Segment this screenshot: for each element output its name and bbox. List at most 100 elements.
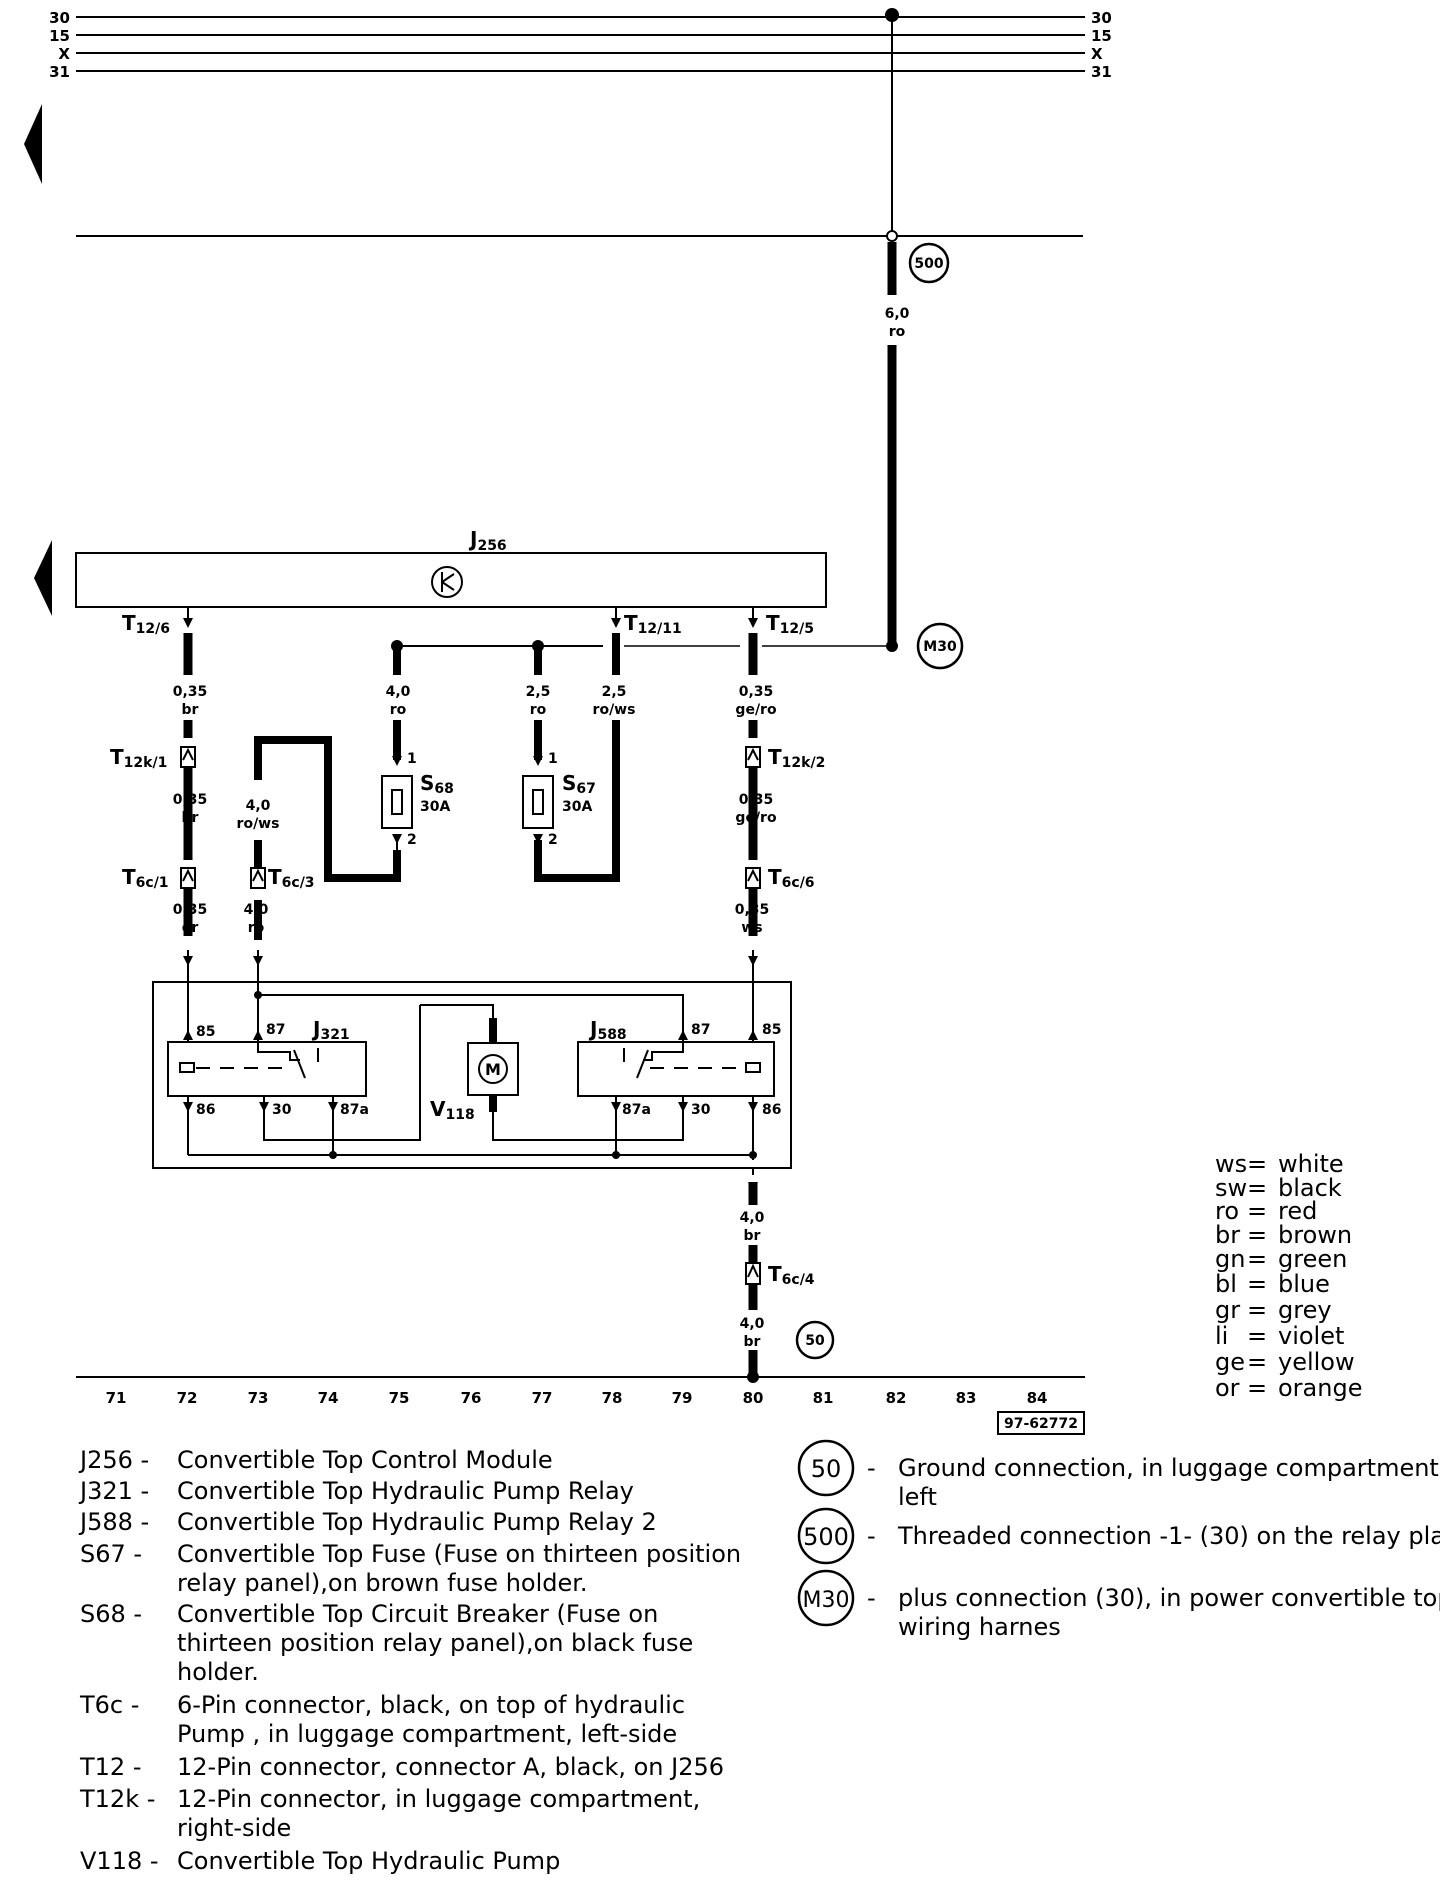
ground-legend-line: wiring harnes: [898, 1613, 1061, 1641]
j256-label: J256: [468, 527, 507, 554]
t6c-6-label: T6c/6: [768, 865, 815, 891]
motor-icon: M: [485, 1060, 501, 1079]
rail-label-right-0: 30: [1091, 9, 1112, 27]
svg-text:=: =: [1247, 1374, 1267, 1402]
transistor-icon: [431, 566, 463, 598]
t12-6-label: T12/6: [122, 611, 170, 637]
legend-line: Convertible Top Hydraulic Pump: [177, 1847, 560, 1875]
w72c-size: 0,35: [173, 902, 208, 918]
w80e-size: 4,0: [740, 1316, 765, 1332]
w72b-color: br: [182, 810, 199, 826]
j321-pin-30: 30: [272, 1102, 292, 1118]
ground-marker-500: 500: [908, 242, 950, 284]
rail-label-left-2: X: [58, 45, 70, 63]
legend-line: right-side: [177, 1814, 291, 1842]
t12k-1-label: T12k/1: [110, 745, 167, 771]
v118-label: V118: [430, 1097, 475, 1123]
w80c-color: ws: [741, 920, 762, 936]
j321-pin-87a: 87a: [340, 1102, 369, 1118]
t6c-1-label: T6c/1: [122, 865, 169, 891]
w73a-size: 4,0: [246, 798, 271, 814]
color-code: sw: [1215, 1174, 1247, 1202]
ground-marker-m30-label: M30: [923, 639, 957, 655]
rail-label-left-3: 31: [49, 63, 70, 81]
w73b-size: 4,0: [244, 902, 269, 918]
ground-legend-line: plus connection (30), in power convertib…: [898, 1584, 1440, 1612]
ground-marker-500-label: 500: [914, 256, 943, 272]
t12k-2-label: T12k/2: [768, 745, 825, 771]
ground-legend: 50 - Ground connection, in luggage compa…: [797, 1439, 1440, 1641]
track-number: 71: [106, 1389, 127, 1407]
color-name: blue: [1278, 1270, 1330, 1298]
ground-marker-m30: M30: [916, 622, 964, 670]
w72a-size: 0,35: [173, 684, 208, 700]
s67-label: S67: [562, 771, 596, 797]
s68-rating: 30A: [420, 799, 450, 815]
w73b-color: ro: [248, 920, 265, 936]
track-number: 76: [461, 1389, 482, 1407]
w75-color: ro: [390, 702, 407, 718]
ground-legend-line: Ground connection, in luggage compartmen…: [898, 1454, 1440, 1482]
w80d-color: br: [744, 1228, 761, 1244]
color-name: grey: [1278, 1296, 1332, 1324]
track-number: 75: [389, 1389, 410, 1407]
track-number: 82: [886, 1389, 907, 1407]
diagram-code: 97-62772: [1004, 1416, 1078, 1432]
rail-labels-right: 30 15 X 31: [1091, 9, 1112, 81]
w80a-size: 0,35: [739, 684, 774, 700]
color-code: bl: [1215, 1270, 1237, 1298]
w80c-size: 0,35: [735, 902, 770, 918]
w80a-color: ge/ro: [735, 702, 777, 718]
svg-text:=: =: [1247, 1296, 1267, 1324]
t6c-1-connector: [180, 867, 196, 889]
j588-pin-85: 85: [762, 1022, 781, 1038]
color-name: black: [1278, 1174, 1342, 1202]
track-number: 77: [532, 1389, 553, 1407]
s67-rating: 30A: [562, 799, 592, 815]
s67-pin-top: 1: [548, 751, 558, 767]
legend-line: Convertible Top Hydraulic Pump Relay: [177, 1477, 634, 1505]
track-number: 73: [248, 1389, 269, 1407]
color-name: orange: [1278, 1374, 1362, 1402]
track-number: 74: [318, 1389, 339, 1407]
t12-5-label: T12/5: [766, 611, 814, 637]
j588-pin-87: 87: [691, 1022, 710, 1038]
rail-labels-left: 30 15 X 31: [49, 9, 70, 81]
ground-legend-symbol: M30: [803, 1588, 850, 1613]
w72a-color: br: [182, 702, 199, 718]
s67-pin-bottom: 2: [548, 832, 558, 848]
color-code: or: [1215, 1374, 1240, 1402]
wire-track-73: [254, 736, 401, 940]
legend-line: relay panel),on brown fuse holder.: [177, 1569, 588, 1597]
t12-11-label: T12/11: [624, 611, 682, 637]
color-name: red: [1278, 1197, 1317, 1225]
j588-label: J588: [588, 1017, 627, 1043]
color-code: ge: [1215, 1348, 1245, 1376]
color-name: brown: [1278, 1221, 1352, 1249]
legend-code: T12 -: [79, 1753, 142, 1781]
legend-line: Pump , in luggage compartment, left-side: [177, 1720, 677, 1748]
rail-label-right-1: 15: [1091, 27, 1112, 45]
color-name: green: [1278, 1245, 1347, 1273]
w80b-color: ge/ro: [735, 810, 777, 826]
wire-track-72: [183, 607, 193, 960]
j321-pin-86: 86: [196, 1102, 215, 1118]
w72b-size: 0,35: [173, 792, 208, 808]
main-feed: [885, 8, 899, 652]
w77-color: ro: [530, 702, 547, 718]
j588-relay: [577, 1041, 775, 1097]
track-number: 80: [743, 1389, 764, 1407]
component-legend: J256 - Convertible Top Control Module J3…: [78, 1446, 741, 1875]
pump-internal-wiring: [187, 960, 754, 1160]
w80b-size: 0,35: [739, 792, 774, 808]
color-name: white: [1278, 1150, 1344, 1178]
w75-size: 4,0: [386, 684, 411, 700]
legend-line: Convertible Top Circuit Breaker (Fuse on: [177, 1600, 658, 1628]
j321-label: J321: [311, 1017, 350, 1043]
legend-line: 12-Pin connector, in luggage compartment…: [177, 1785, 700, 1813]
ground-legend-dash: -: [867, 1584, 876, 1612]
track-number: 83: [956, 1389, 977, 1407]
legend-code: S68 -: [80, 1600, 142, 1628]
s68-label: S68: [420, 771, 454, 797]
legend-code: J256 -: [78, 1446, 149, 1474]
